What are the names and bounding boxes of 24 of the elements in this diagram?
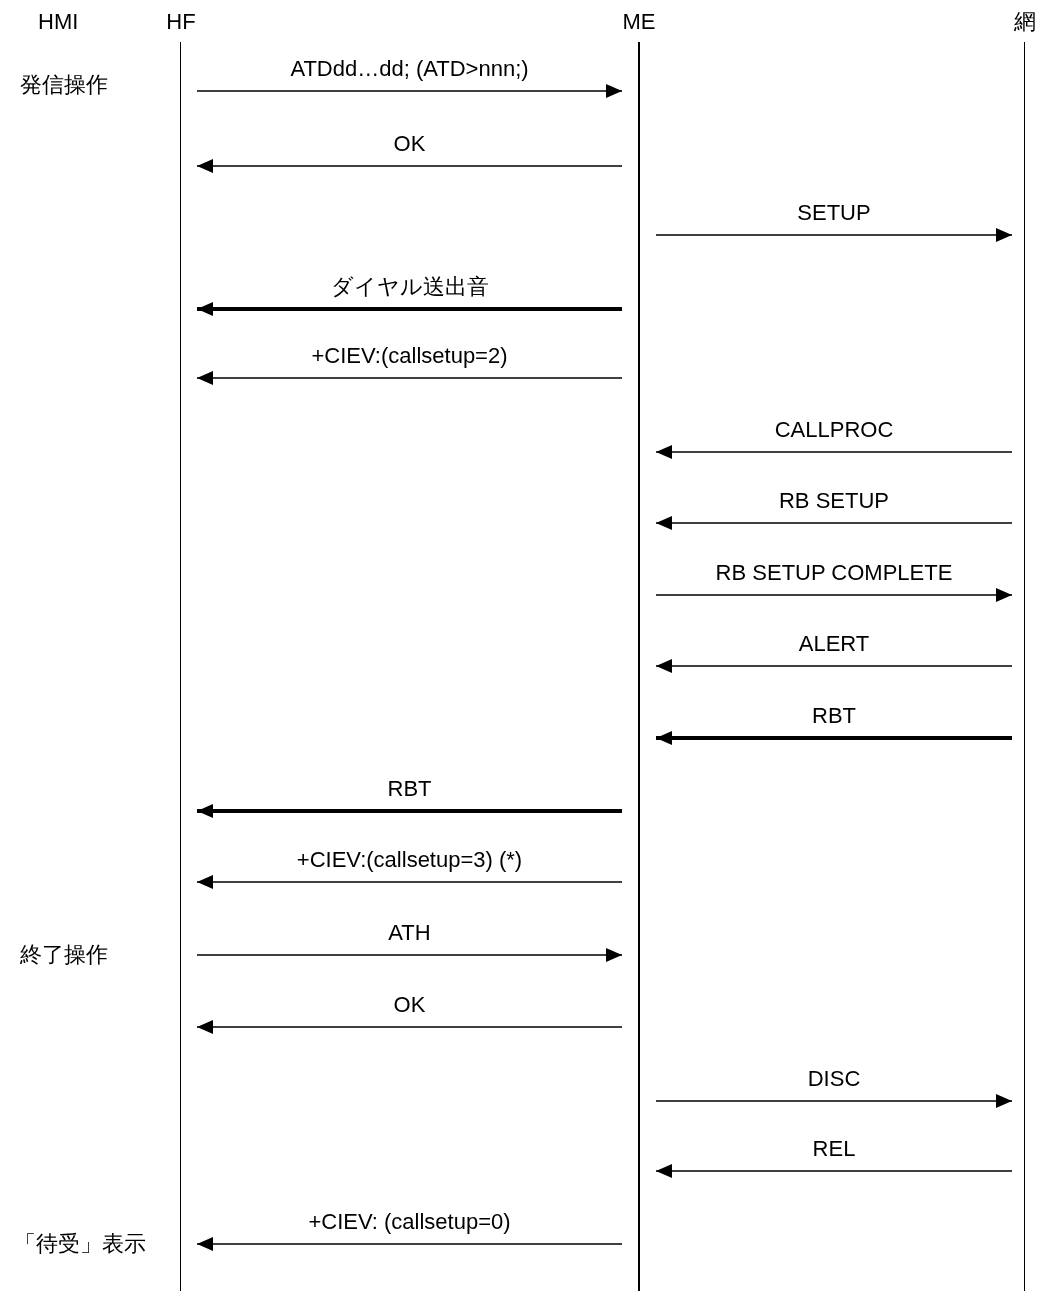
arrow: [196, 371, 623, 385]
arrow: [196, 875, 623, 889]
arrow: [196, 948, 623, 962]
step-note: 発信操作: [20, 71, 108, 99]
arrow: [655, 445, 1013, 459]
arrow: [197, 804, 622, 818]
arrow: [196, 84, 623, 98]
arrow: [655, 228, 1013, 242]
arrow: [656, 731, 1012, 745]
arrow: [655, 659, 1013, 673]
arrow: [197, 302, 622, 316]
step-note: 終了操作: [20, 941, 108, 969]
arrow: [196, 1237, 623, 1251]
arrow: [196, 159, 623, 173]
arrow: [655, 1094, 1013, 1108]
participant-label: ME: [622, 8, 656, 36]
arrow: [655, 1164, 1013, 1178]
arrow: [655, 516, 1013, 530]
arrow: [196, 1020, 623, 1034]
step-note: 「待受」表示: [14, 1230, 146, 1258]
participant-label: HF: [165, 8, 197, 36]
arrow: [655, 588, 1013, 602]
participant-label: 網: [1013, 8, 1037, 36]
participant-label: HMI: [38, 8, 79, 36]
